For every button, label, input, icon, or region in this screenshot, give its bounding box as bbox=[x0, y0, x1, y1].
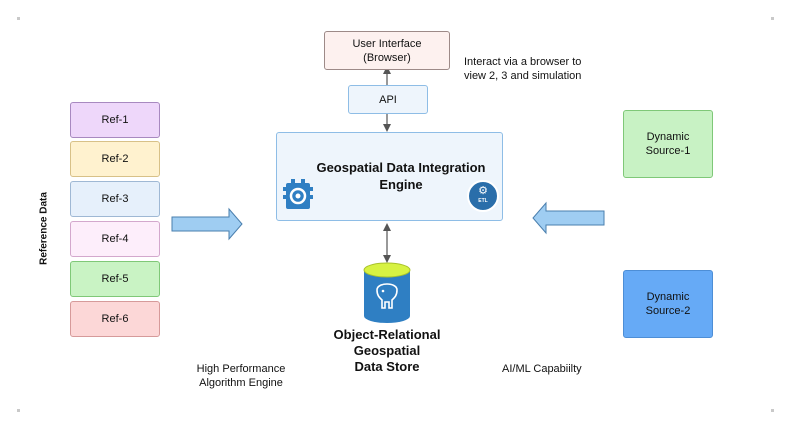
ref-6-box: Ref-6 bbox=[70, 301, 160, 337]
data-store-label: Object-Relational Geospatial Data Store bbox=[317, 327, 457, 375]
ui-note-line2: view 2, 3 and simulation bbox=[464, 70, 582, 82]
corner-marker bbox=[771, 409, 774, 412]
ref-4-box: Ref-4 bbox=[70, 221, 160, 257]
hpa-label: High Performance Algorithm Engine bbox=[186, 362, 296, 390]
postgres-database-icon bbox=[363, 262, 411, 323]
corner-marker bbox=[17, 409, 20, 412]
engine-title: Geospatial Data Integration Engine bbox=[301, 159, 501, 193]
processor-gear-icon bbox=[283, 179, 313, 209]
corner-marker bbox=[17, 17, 20, 20]
ref-3-box: Ref-3 bbox=[70, 181, 160, 217]
etl-gear-icon: ⚙ bbox=[478, 185, 488, 197]
dynamic-source-2-line1: Dynamic bbox=[646, 291, 690, 303]
corner-marker bbox=[771, 17, 774, 20]
user-interface-box: User Interface (Browser) bbox=[324, 31, 450, 70]
etl-label: ETL bbox=[478, 198, 488, 204]
dynamic-source-1-line2: Source-1 bbox=[645, 145, 691, 157]
integration-engine-box: Geospatial Data Integration Engine ⚙ ETL bbox=[276, 132, 503, 221]
api-label: API bbox=[379, 93, 397, 106]
ref-2-box: Ref-2 bbox=[70, 141, 160, 177]
dynamic-source-1-line1: Dynamic bbox=[646, 131, 690, 143]
dynamic-flow-arrow bbox=[532, 201, 605, 235]
dynamic-source-1-box: Dynamic Source-1 bbox=[623, 110, 713, 178]
ui-note-line1: Interact via a browser to bbox=[464, 56, 582, 68]
reference-data-label: Reference Data bbox=[38, 192, 50, 265]
user-interface-sublabel: (Browser) bbox=[363, 51, 411, 64]
etl-icon: ⚙ ETL bbox=[467, 180, 499, 212]
ref-1-box: Ref-1 bbox=[70, 102, 160, 138]
data-store-line2: Geospatial bbox=[353, 343, 421, 358]
dynamic-source-2-line2: Source-2 bbox=[645, 305, 691, 317]
engine-title-line1: Geospatial Data Integration bbox=[316, 160, 486, 175]
user-interface-label: User Interface bbox=[352, 37, 422, 50]
reference-flow-arrow bbox=[171, 207, 243, 241]
data-store-line1: Object-Relational bbox=[333, 327, 441, 342]
aiml-label: AI/ML Capabiilty bbox=[502, 363, 582, 375]
ui-note: Interact via a browser to view 2, 3 and … bbox=[464, 55, 624, 83]
hpa-line1: High Performance bbox=[196, 363, 286, 375]
dynamic-source-2-box: Dynamic Source-2 bbox=[623, 270, 713, 338]
ref-5-box: Ref-5 bbox=[70, 261, 160, 297]
hpa-line2: Algorithm Engine bbox=[199, 377, 283, 389]
data-store-line3: Data Store bbox=[354, 359, 420, 374]
api-box: API bbox=[348, 85, 428, 114]
engine-title-line2: Engine bbox=[379, 177, 423, 192]
